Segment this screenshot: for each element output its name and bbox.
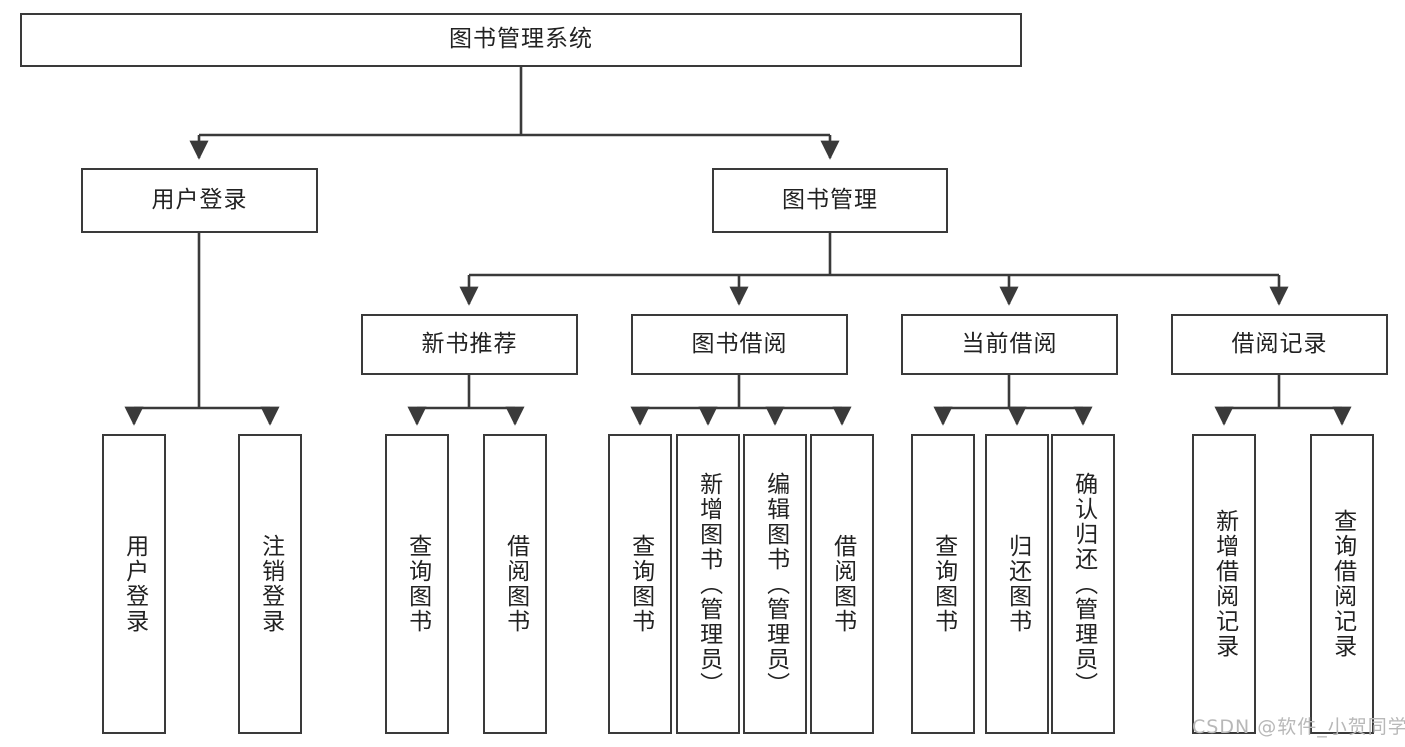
node-user-login-label: 用户登录 (151, 186, 248, 213)
leaf-return-book-label: 归还图书 (1004, 534, 1031, 634)
leaf-query-book-1-label: 查询图书 (404, 534, 431, 634)
leaf-logout-label: 注销登录 (257, 534, 284, 634)
leaf-add-book-label: 新增图书（管理员） (695, 471, 722, 697)
node-current-borrow-label: 当前借阅 (961, 330, 1058, 357)
node-new-book-recommend[interactable]: 新书推荐 (361, 314, 578, 375)
node-borrow-record[interactable]: 借阅记录 (1171, 314, 1388, 375)
leaf-borrow-book-2[interactable]: 借阅图书 (810, 434, 874, 734)
node-book-borrow-label: 图书借阅 (691, 330, 788, 357)
node-book-borrow[interactable]: 图书借阅 (631, 314, 848, 375)
leaf-confirm-return-label: 确认归还（管理员） (1070, 471, 1097, 697)
leaf-logout[interactable]: 注销登录 (238, 434, 302, 734)
leaf-add-record-label: 新增借阅记录 (1211, 509, 1238, 659)
node-root-label: 图书管理系统 (449, 26, 593, 53)
leaf-query-record-label: 查询借阅记录 (1329, 509, 1356, 659)
node-book-manage-label: 图书管理 (782, 186, 878, 213)
leaf-return-book[interactable]: 归还图书 (985, 434, 1049, 734)
node-book-manage[interactable]: 图书管理 (712, 168, 948, 233)
leaf-borrow-book-1-label: 借阅图书 (502, 534, 529, 634)
leaf-add-book[interactable]: 新增图书（管理员） (676, 434, 740, 734)
leaf-query-book-2-label: 查询图书 (627, 534, 654, 634)
leaf-query-book-3-label: 查询图书 (930, 534, 957, 634)
node-borrow-record-label: 借阅记录 (1231, 330, 1328, 357)
leaf-user-login-label: 用户登录 (121, 534, 148, 634)
leaf-query-book-1[interactable]: 查询图书 (385, 434, 449, 734)
node-user-login[interactable]: 用户登录 (81, 168, 318, 233)
leaf-borrow-book-2-label: 借阅图书 (829, 534, 856, 634)
leaf-query-book-2[interactable]: 查询图书 (608, 434, 672, 734)
node-new-book-recommend-label: 新书推荐 (421, 330, 518, 357)
leaf-edit-book-label: 编辑图书（管理员） (762, 471, 789, 697)
node-root[interactable]: 图书管理系统 (20, 13, 1022, 67)
leaf-query-record[interactable]: 查询借阅记录 (1310, 434, 1374, 734)
csdn-watermark: CSDN @软件_小贺同学 (1192, 716, 1405, 738)
node-current-borrow[interactable]: 当前借阅 (901, 314, 1118, 375)
leaf-borrow-book-1[interactable]: 借阅图书 (483, 434, 547, 734)
leaf-add-record[interactable]: 新增借阅记录 (1192, 434, 1256, 734)
leaf-query-book-3[interactable]: 查询图书 (911, 434, 975, 734)
leaf-confirm-return[interactable]: 确认归还（管理员） (1051, 434, 1115, 734)
leaf-user-login[interactable]: 用户登录 (102, 434, 166, 734)
leaf-edit-book[interactable]: 编辑图书（管理员） (743, 434, 807, 734)
